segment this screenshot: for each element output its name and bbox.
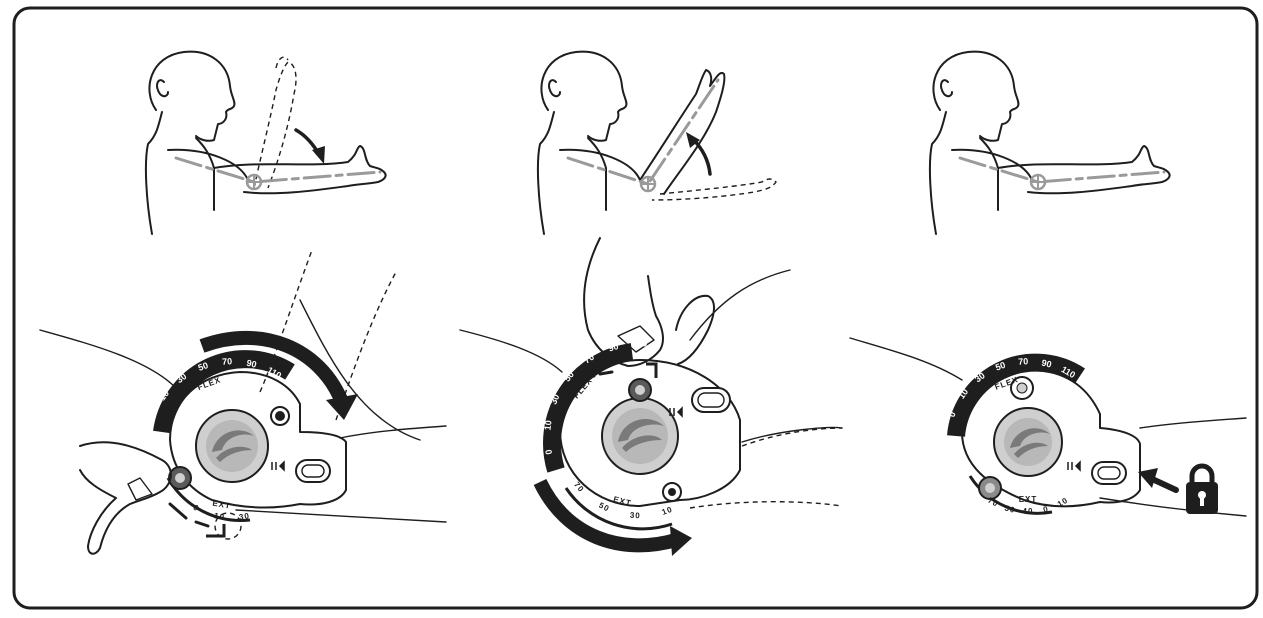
- ext-tick-label: 0: [192, 503, 201, 514]
- flex-tick-label: 0: [147, 413, 158, 421]
- flex-tick-label: 90: [1041, 358, 1053, 370]
- step3-person-figure: [928, 50, 1171, 235]
- flex-tick-label: 50: [197, 360, 210, 373]
- ext-tick-label: 40: [1023, 507, 1034, 516]
- ext-label: EXT: [612, 495, 632, 508]
- flex-tick-label: 0: [947, 410, 958, 418]
- step3-brace-hinge: [849, 337, 1247, 517]
- ext-tick-label: 70: [572, 480, 586, 494]
- flex-tick-label: 10: [157, 388, 171, 402]
- ext-tick-label: 10: [213, 511, 225, 522]
- padlock-icon: [1186, 463, 1218, 514]
- step2-person-figure: [536, 50, 777, 235]
- flex-tick-label: 0: [543, 449, 554, 456]
- ext-tick-label: 50: [1004, 503, 1017, 515]
- flex-tick-label: 70: [222, 356, 233, 367]
- flex-tick-label: 50: [562, 369, 576, 383]
- ext-tick-label: 0: [1042, 504, 1050, 514]
- diagram-frame: [12, 6, 1259, 610]
- flex-tick-label: 70: [1018, 356, 1029, 367]
- flex-tick-label: 110: [633, 338, 648, 348]
- step1-brace-hinge: [39, 249, 447, 555]
- flex-tick-label: 90: [607, 341, 619, 353]
- ext-label: EXT: [1019, 495, 1038, 504]
- ext-tick-label: 30: [238, 511, 250, 522]
- flex-tick-label: 30: [973, 370, 987, 384]
- ext-tick-label: 30: [630, 511, 641, 521]
- flex-tick-label: 50: [994, 360, 1007, 373]
- ext-tick-label: 10: [661, 505, 674, 517]
- flex-tick-label: 30: [548, 393, 561, 406]
- step1-person-figure: [144, 50, 387, 235]
- ext-tick-label: 50: [597, 501, 611, 514]
- flex-tick-label: 30: [174, 371, 188, 385]
- flex-tick-label: 10: [956, 387, 970, 401]
- ext-label: EXT: [212, 499, 232, 511]
- flex-tick-label: 10: [542, 420, 553, 431]
- flex-tick-label: 90: [246, 358, 258, 370]
- step2-brace-hinge: [459, 237, 843, 556]
- flex-tick-label: 70: [582, 352, 596, 366]
